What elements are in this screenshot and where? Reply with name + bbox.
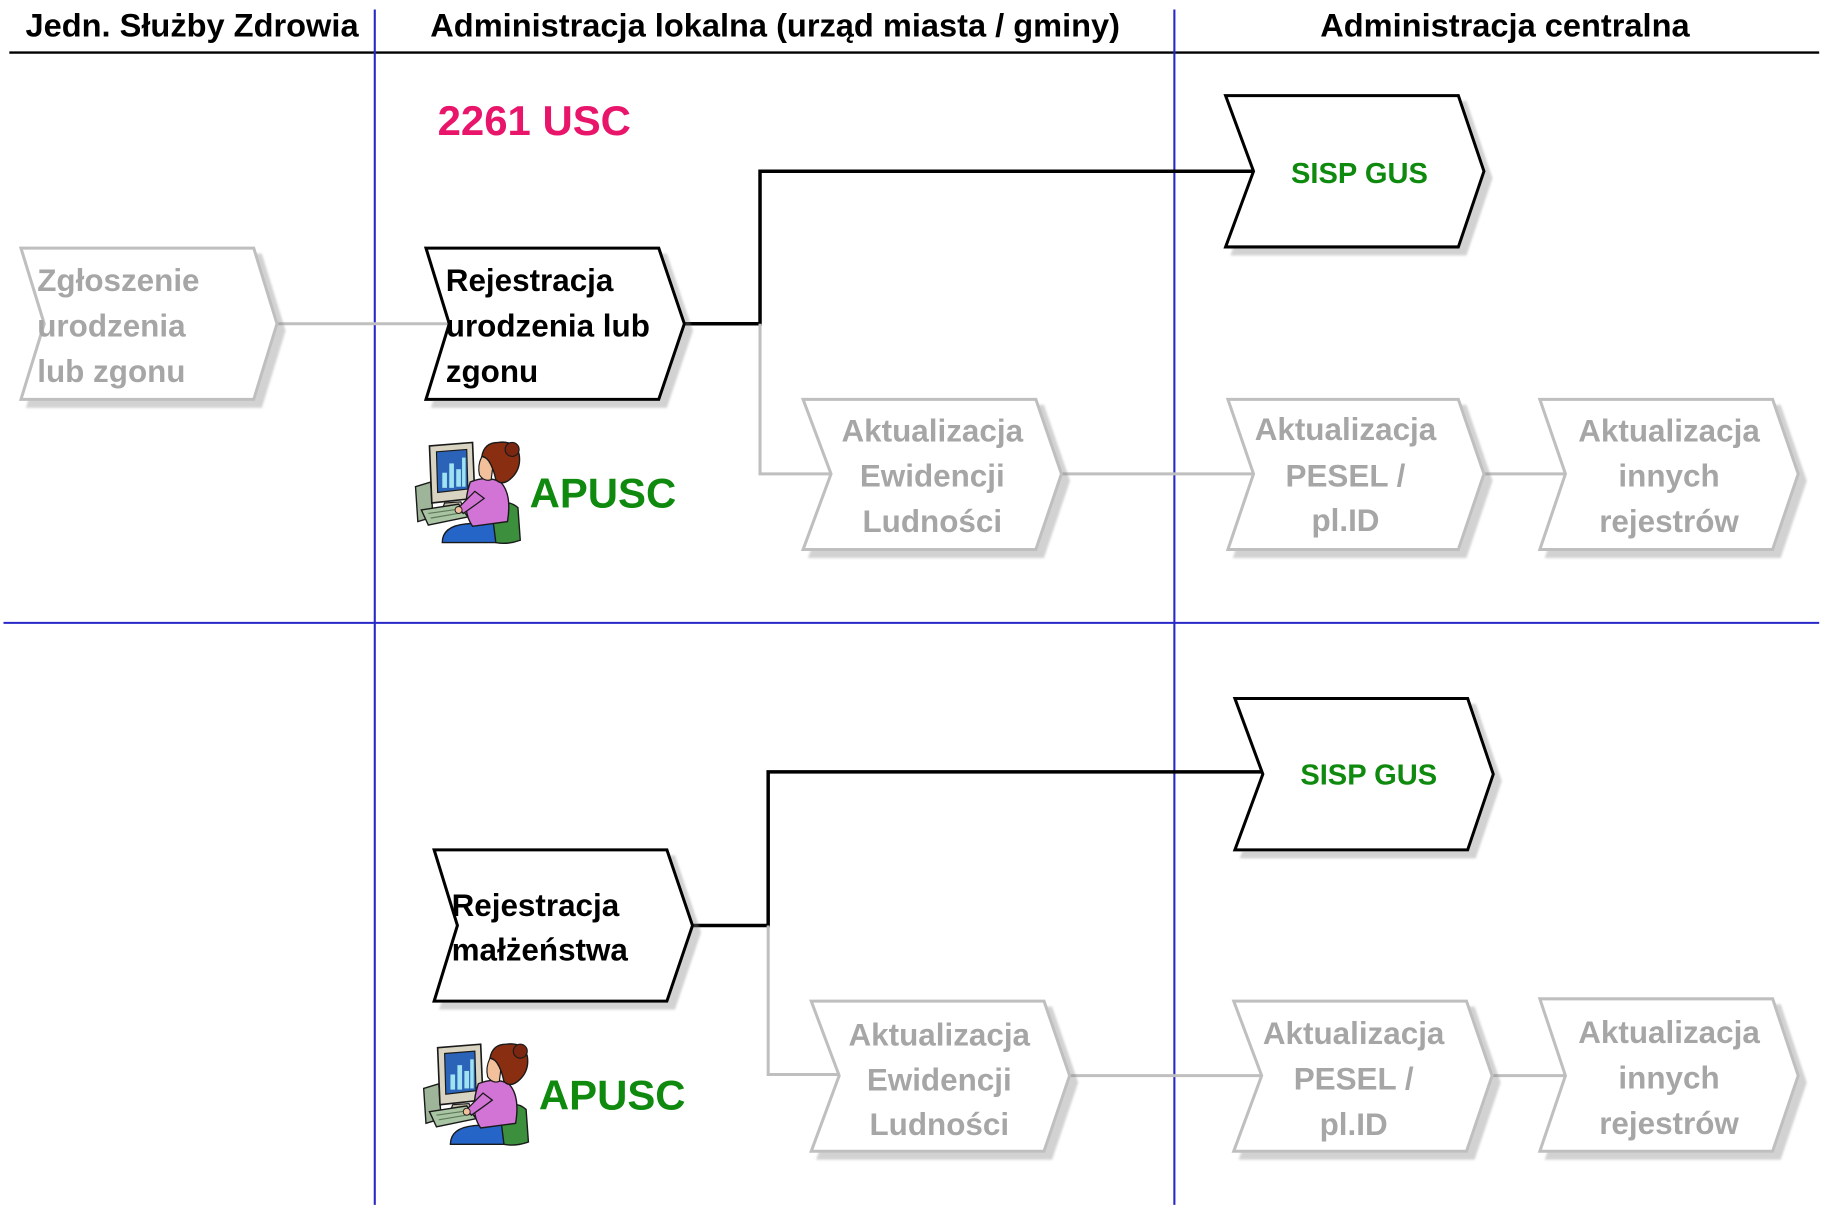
apusc-label: APUSC <box>539 1071 686 1118</box>
step-birth-death-population-register-update: Aktualizacja Ewidencji Ludności <box>800 397 1064 552</box>
chevron-shape <box>1231 999 1494 1153</box>
connector-registration-to-sisp <box>684 169 1254 326</box>
step-label-line: Aktualizacja <box>1578 1015 1760 1050</box>
chevron-shape <box>18 246 279 401</box>
usc-count-label: 2261 USC <box>438 97 631 144</box>
step-label-line: Ewidencji <box>860 459 1005 494</box>
step-label-line: zgonu <box>446 354 538 389</box>
connector-registration-to-population-update <box>758 323 832 476</box>
step-label-line: Aktualizacja <box>1263 1016 1445 1051</box>
step-label-line: Ludności <box>869 1107 1009 1142</box>
chevron-shape <box>1537 997 1800 1153</box>
step-label-line: Ewidencji <box>867 1063 1012 1098</box>
step-birth-death-notification: Zgłoszenie urodzenia lub zgonu <box>18 246 279 401</box>
step-label-line: Ludności <box>862 504 1002 539</box>
step-label-line: pl.ID <box>1311 503 1379 538</box>
chevron-shape <box>800 397 1064 552</box>
step-marriage-sisp-gus: SISP GUS <box>1232 697 1495 852</box>
lane-header-central-administration: Administracja centralna <box>1320 7 1690 43</box>
step-label-line: innych <box>1618 1060 1719 1095</box>
chevron-shape <box>1537 397 1800 552</box>
chevron-shape <box>432 848 695 1003</box>
step-label-line: Aktualizacja <box>1578 413 1760 448</box>
step-label-line: Aktualizacja <box>842 413 1024 448</box>
step-label-line: innych <box>1618 459 1719 494</box>
step-marriage-population-register-update: Aktualizacja Ewidencji Ludności <box>809 999 1072 1153</box>
chevron-shape <box>1232 697 1495 852</box>
step-label-line: PESEL / <box>1294 1062 1414 1097</box>
connector-marriage-registration-to-population-update <box>766 925 840 1076</box>
step-label-line: urodzenia lub <box>446 309 650 344</box>
chevron-shape <box>1223 94 1486 249</box>
computer-user-icon <box>422 1043 530 1146</box>
step-label-line: urodzenia <box>37 309 186 344</box>
step-label-line: rejestrów <box>1599 1106 1739 1141</box>
step-label-line: rejestrów <box>1599 504 1739 539</box>
step-label-line: Zgłoszenie <box>37 263 199 298</box>
step-label-line: pl.ID <box>1320 1107 1388 1142</box>
connector-marriage-registration-to-sisp <box>692 770 1263 928</box>
system-label: SISP GUS <box>1291 158 1428 190</box>
chevron-shape <box>1225 397 1486 552</box>
birth-death-connectors <box>277 169 1566 476</box>
lane-header-health-service: Jedn. Służby Zdrowia <box>26 7 360 43</box>
step-label-line: Aktualizacja <box>848 1017 1030 1052</box>
marriage-workstation: APUSC <box>422 1043 686 1146</box>
step-label-line: PESEL / <box>1286 459 1406 494</box>
step-label-line: lub zgonu <box>37 354 185 389</box>
step-label-line: Rejestracja <box>446 263 614 298</box>
step-label-line: Aktualizacja <box>1255 412 1437 447</box>
step-marriage-other-registers-update: Aktualizacja innych rejestrów <box>1537 997 1800 1153</box>
step-label-line: małżeństwa <box>452 932 629 967</box>
step-birth-death-pesel-update: Aktualizacja PESEL / pl.ID <box>1225 397 1486 552</box>
apusc-label: APUSC <box>530 470 677 517</box>
step-marriage-registration: Rejestracja małżeństwa <box>432 848 695 1003</box>
step-birth-death-other-registers-update: Aktualizacja innych rejestrów <box>1537 397 1800 552</box>
lane-header-local-administration: Administracja lokalna (urząd miasta / gm… <box>430 7 1120 43</box>
birth-death-workstation: APUSC <box>414 441 677 545</box>
step-birth-death-sisp-gus: SISP GUS <box>1223 94 1486 249</box>
chevron-shape <box>423 246 686 401</box>
step-birth-death-registration: Rejestracja urodzenia lub zgonu <box>423 246 686 401</box>
step-marriage-pesel-update: Aktualizacja PESEL / pl.ID <box>1231 999 1494 1153</box>
chevron-shape <box>809 999 1072 1153</box>
step-label-line: Rejestracja <box>452 888 620 923</box>
computer-user-icon <box>414 441 522 545</box>
system-label: SISP GUS <box>1300 760 1437 792</box>
marriage-connectors <box>692 770 1566 1078</box>
